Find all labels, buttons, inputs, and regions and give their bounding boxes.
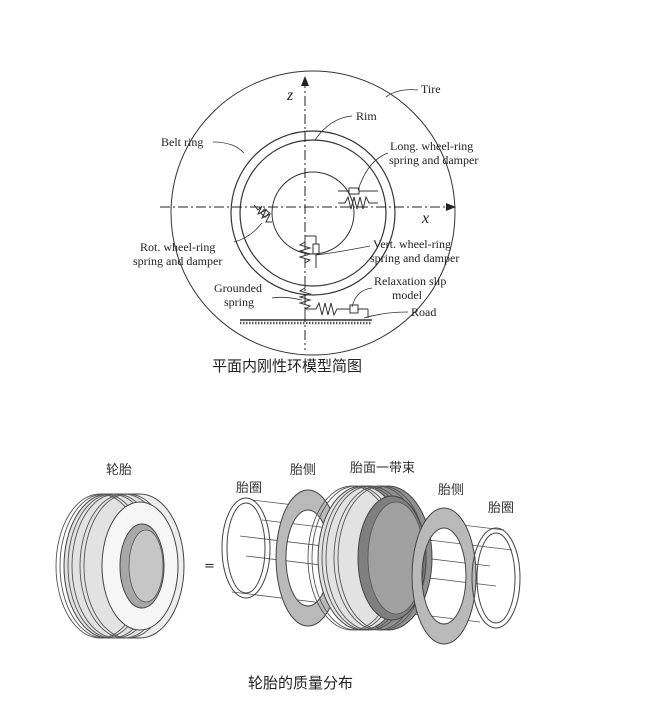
tread-belt: 胎面一带束 — [307, 461, 433, 631]
left-bead-ring: 胎圈 — [221, 481, 271, 599]
tread-belt-label: 胎面一带束 — [350, 461, 415, 476]
x-axis-arrow — [446, 203, 456, 211]
rim-label: Rim — [356, 109, 377, 123]
belt-ring-outer — [230, 130, 396, 296]
road — [240, 319, 372, 325]
tire-label: Tire — [421, 82, 441, 96]
belt-ring-inner — [239, 139, 387, 287]
z-axis-label: z — [286, 87, 294, 104]
relaxation-slip-label-1: Relaxation slip — [374, 274, 446, 288]
tire-mass-distribution-diagram: 轮胎 = — [55, 461, 521, 692]
relaxation-slip-label-2: model — [392, 288, 423, 302]
long-spring-damper — [338, 187, 378, 210]
equals-sign: = — [204, 559, 215, 574]
rim-right-label: 胎圈 — [488, 501, 514, 516]
right-bead-ring: 胎圈 — [471, 501, 521, 629]
long-spring-label-1: Long. wheel-ring — [390, 139, 473, 153]
z-axis-arrow — [301, 76, 309, 86]
grounded-spring-label-2: spring — [224, 295, 254, 309]
bottom-caption: 轮胎的质量分布 — [248, 674, 353, 692]
full-tire-illustration: 轮胎 — [55, 463, 185, 639]
leader-lines — [212, 89, 419, 319]
road-label: Road — [411, 305, 436, 319]
vert-spring-damper — [298, 235, 320, 268]
top-caption: 平面内刚性环模型简图 — [212, 357, 362, 375]
vert-spring-label-2: spring and damper — [370, 251, 459, 265]
rim-circle — [271, 171, 355, 255]
rot-spring-label-1: Rot. wheel-ring — [140, 240, 215, 254]
rim-left-label: 胎圈 — [236, 481, 262, 496]
grounded-spring-label-1: Grounded — [214, 281, 262, 295]
sidewall-right-label: 胎侧 — [438, 483, 464, 498]
vert-spring-label-1: Vert. wheel-ring — [373, 237, 451, 251]
tire-label-cn: 轮胎 — [106, 463, 132, 478]
right-sidewall: 胎侧 — [411, 483, 477, 645]
rot-spring-label-2: spring and damper — [133, 254, 222, 268]
relaxation-slip-model — [306, 301, 369, 318]
x-axis-label: x — [421, 210, 429, 227]
rigid-ring-model-diagram: z x — [133, 70, 478, 375]
sidewall-left-label: 胎侧 — [290, 463, 316, 478]
rot-spring-damper — [253, 204, 272, 223]
long-spring-label-2: spring and damper — [389, 153, 478, 167]
tire-circle — [170, 70, 456, 356]
belt-ring-label: Belt ring — [161, 135, 203, 149]
grounded-spring — [298, 282, 312, 318]
